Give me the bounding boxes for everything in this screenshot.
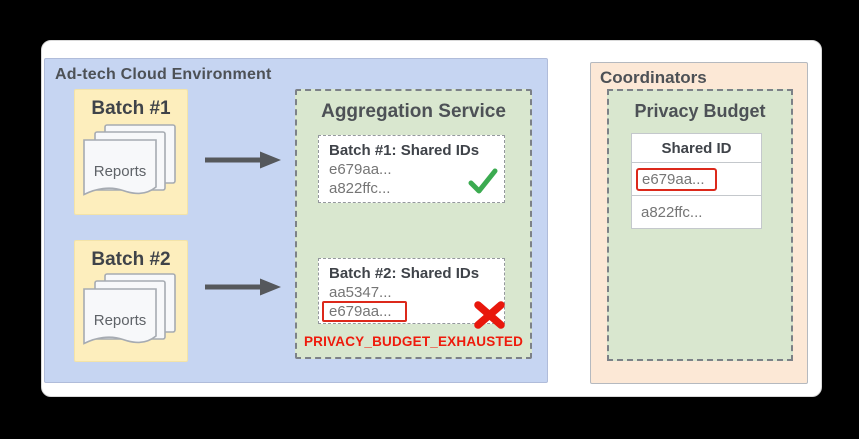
table-row: a822ffc... <box>631 196 762 229</box>
batch1-id-2: a822ffc... <box>329 180 391 197</box>
shared-id-table: Shared ID e679aa... a822ffc... <box>631 133 762 229</box>
batch2-id-1: aa5347... <box>329 284 392 301</box>
right-arrow-icon <box>205 151 281 169</box>
flagged-shared-id: e679aa... <box>636 167 717 191</box>
batch2-shared-ids-box: Batch #2: Shared IDs aa5347... e679aa... <box>318 258 505 324</box>
batch2-label: Batch #2 <box>91 249 171 270</box>
batch1-shared-ids-box: Batch #1: Shared IDs e679aa... a822ffc..… <box>318 135 505 203</box>
privacy-budget-title: Privacy Budget <box>634 101 766 121</box>
batch2-flagged-id: e679aa... <box>322 301 407 322</box>
stacked-pages-icon: Reports <box>83 273 176 345</box>
batch1-label: Batch #1 <box>91 98 171 119</box>
batch1-shared-ids-heading: Batch #1: Shared IDs <box>329 142 480 159</box>
batch1-docs-label: Reports <box>94 163 147 180</box>
adtech-panel-title: Ad-tech Cloud Environment <box>55 66 272 83</box>
shared-id-value: a822ffc... <box>641 203 703 221</box>
batch2-docs-label: Reports <box>94 312 147 329</box>
batch1-id-1: e679aa... <box>329 161 392 178</box>
aggregation-service-title: Aggregation Service <box>321 101 506 122</box>
privacy-budget-exhausted-error: PRIVACY_BUDGET_EXHAUSTED <box>303 334 524 349</box>
table-row: e679aa... <box>631 163 762 196</box>
batch2-shared-ids-heading: Batch #2: Shared IDs <box>329 265 480 282</box>
stacked-pages-icon: Reports <box>83 124 176 196</box>
coordinators-title: Coordinators <box>600 68 707 87</box>
right-arrow-icon <box>205 278 281 296</box>
red-x-icon <box>474 301 505 329</box>
shared-id-table-header: Shared ID <box>631 133 762 163</box>
green-check-icon <box>468 168 498 194</box>
